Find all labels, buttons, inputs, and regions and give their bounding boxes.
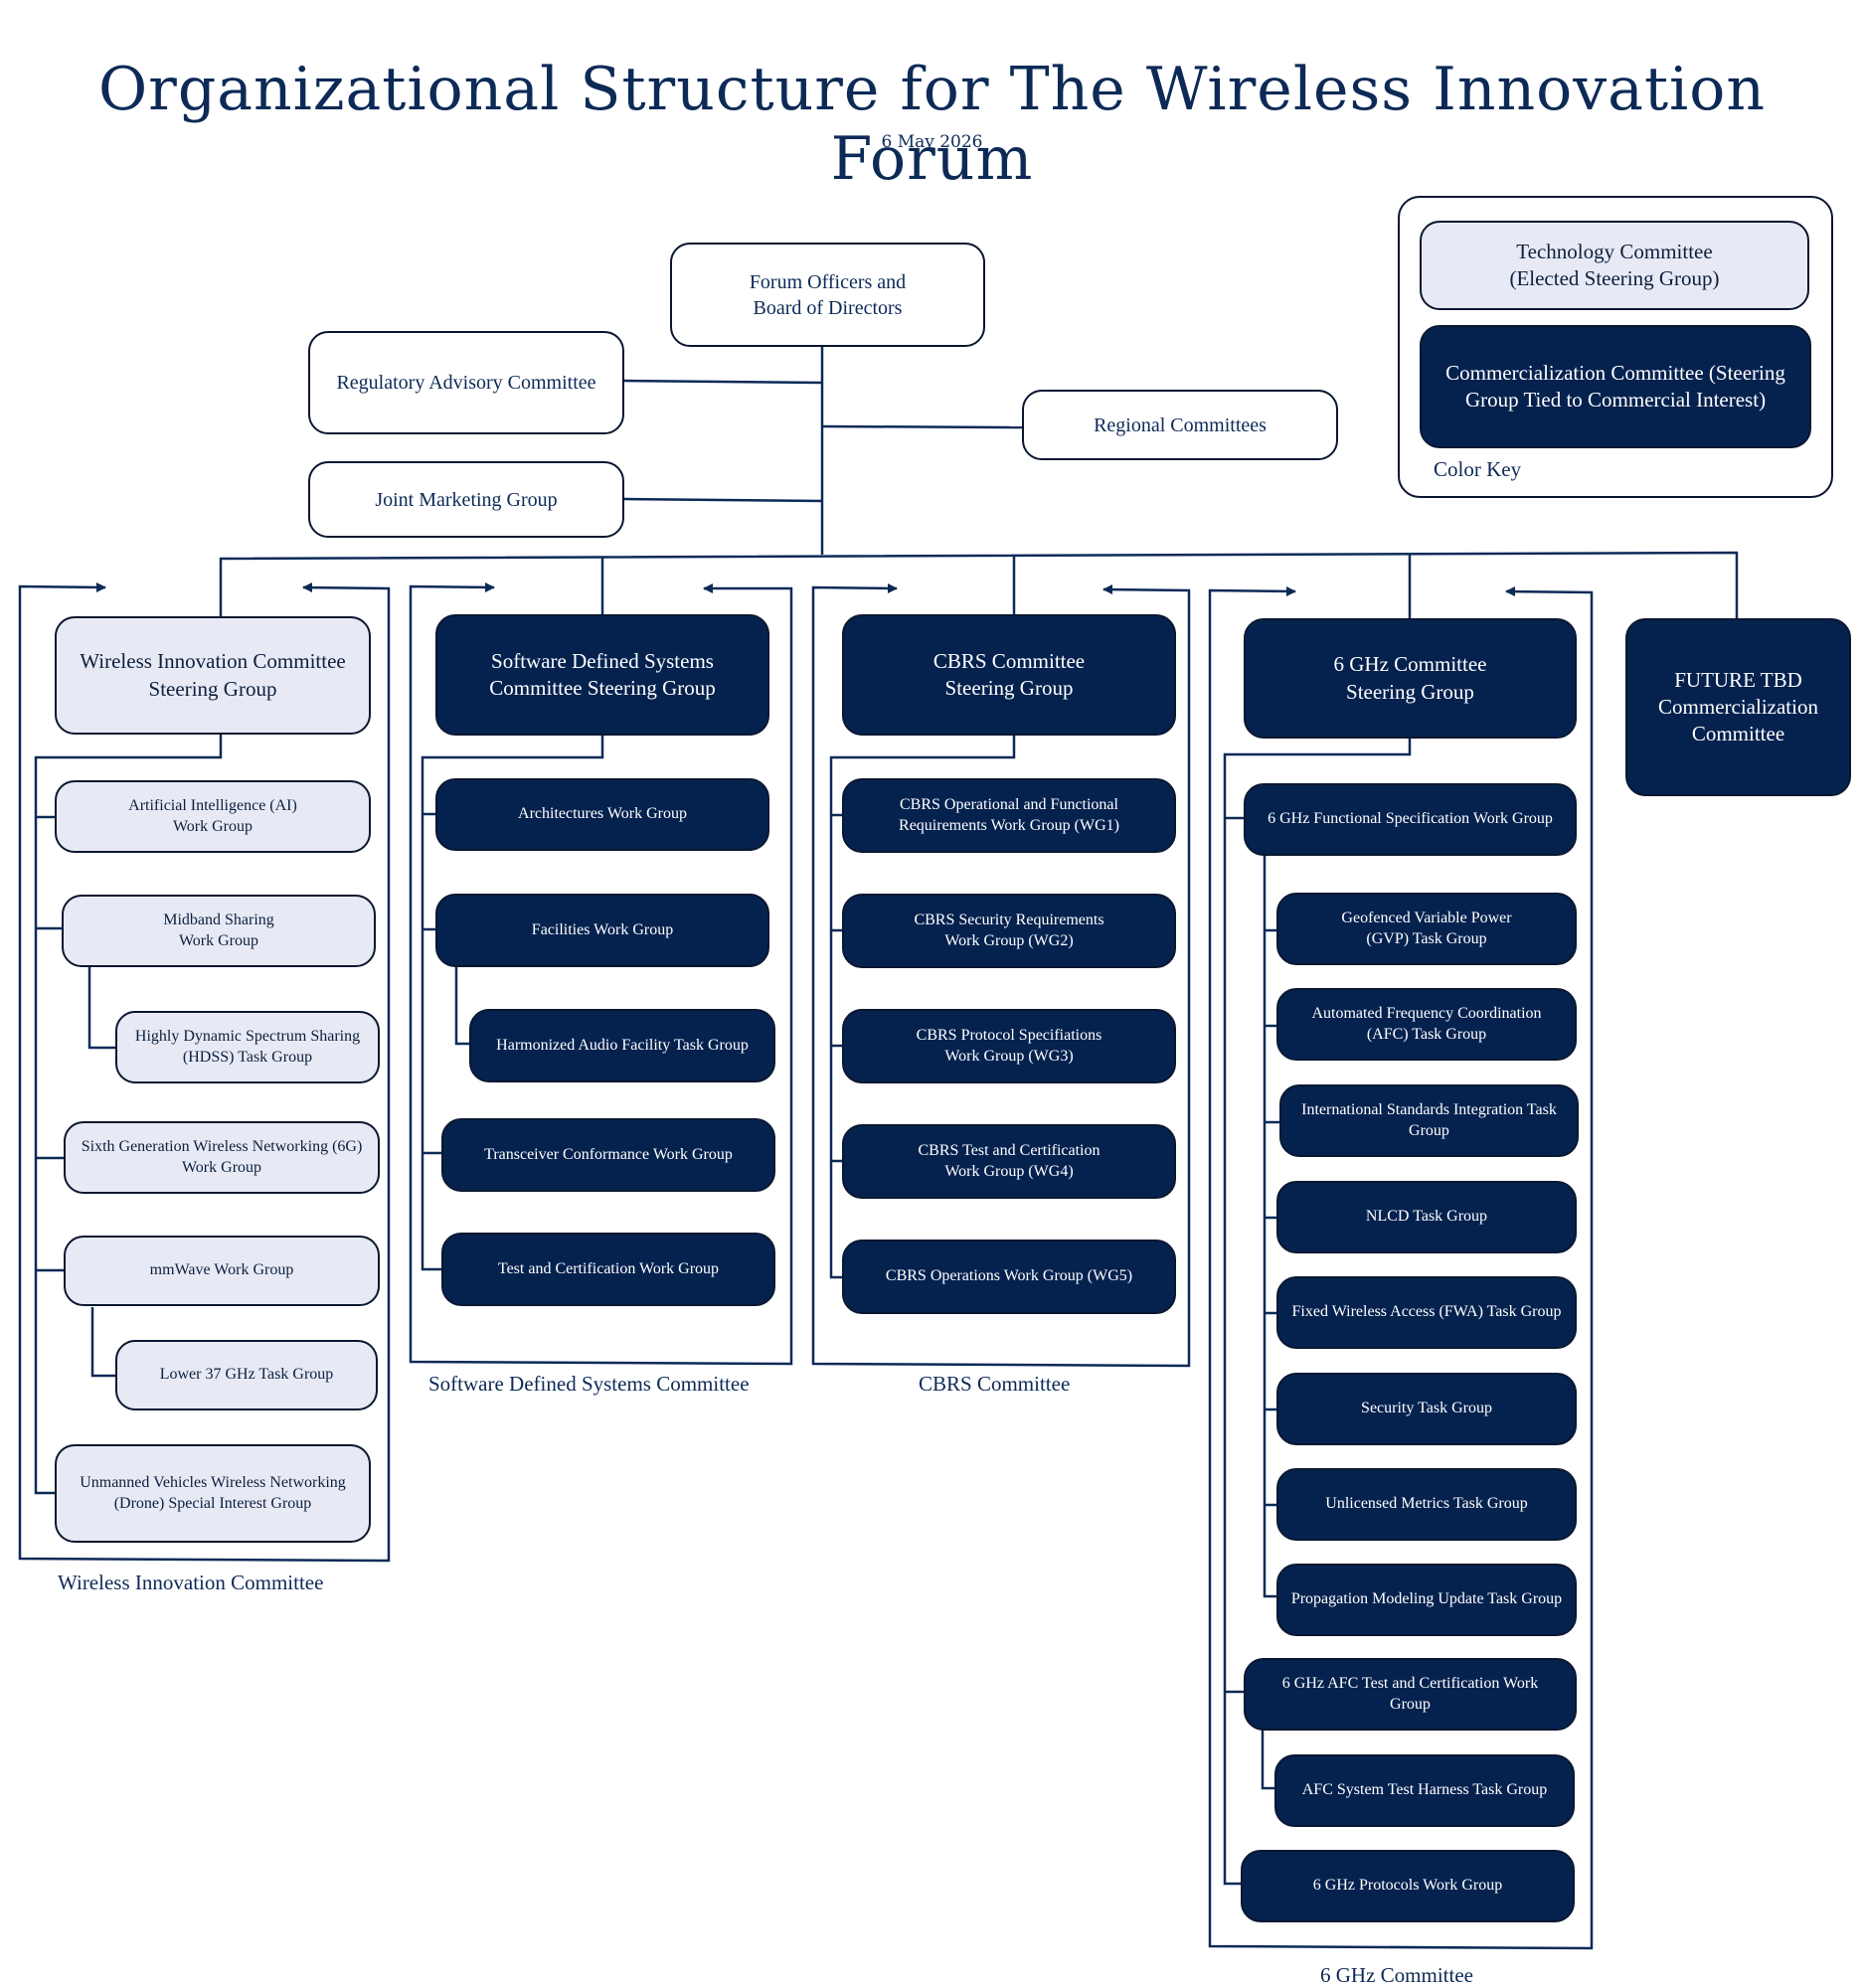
ghz-protocols-work-group: 6 GHz Protocols Work Group <box>1241 1850 1575 1922</box>
wic-midband-work-group: Midband Sharing Work Group <box>62 895 376 967</box>
wic-drone-interest-group: Unmanned Vehicles Wireless Networking (D… <box>55 1444 371 1543</box>
wic-caption: Wireless Innovation Committee <box>58 1571 324 1594</box>
regulatory-advisory-box: Regulatory Advisory Committee <box>308 331 624 434</box>
ghz-security-task-group: Security Task Group <box>1276 1373 1577 1445</box>
cbrs-wg3: CBRS Protocol Specifiations Work Group (… <box>842 1009 1176 1083</box>
sds-test-cert-work-group: Test and Certification Work Group <box>441 1233 775 1306</box>
cbrs-wg1: CBRS Operational and Functional Requirem… <box>842 778 1176 853</box>
cbrs-wg5: CBRS Operations Work Group (WG5) <box>842 1240 1176 1314</box>
sds-transceiver-work-group: Transceiver Conformance Work Group <box>441 1118 775 1192</box>
ghz-fwa-task-group: Fixed Wireless Access (FWA) Task Group <box>1276 1276 1577 1349</box>
wic-ai-work-group: Artificial Intelligence (AI) Work Group <box>55 780 371 853</box>
future-commercialization-box: FUTURE TBD Commercialization Committee <box>1625 618 1851 796</box>
ghz-unlicensed-metrics-task-group: Unlicensed Metrics Task Group <box>1276 1468 1577 1541</box>
wic-6g-work-group: Sixth Generation Wireless Networking (6G… <box>64 1121 380 1194</box>
ghz-afc-test-harness-task-group: AFC System Test Harness Task Group <box>1274 1754 1575 1827</box>
ghz-nlcd-task-group: NLCD Task Group <box>1276 1181 1577 1253</box>
wic-mmwave-work-group: mmWave Work Group <box>64 1236 380 1306</box>
wic-steering-group: Wireless Innovation Committee Steering G… <box>55 616 371 735</box>
sds-architectures-work-group: Architectures Work Group <box>435 778 769 851</box>
regional-committees-box: Regional Committees <box>1022 390 1338 460</box>
sds-steering-group: Software Defined Systems Committee Steer… <box>435 614 769 736</box>
ghz-afc-task-group: Automated Frequency Coordination (AFC) T… <box>1276 988 1577 1061</box>
wic-lower37-task-group: Lower 37 GHz Task Group <box>115 1340 378 1410</box>
wic-hdss-task-group: Highly Dynamic Spectrum Sharing (HDSS) T… <box>115 1011 380 1083</box>
color-key-technology: Technology Committee (Elected Steering G… <box>1420 221 1809 310</box>
color-key-label: Color Key <box>1434 457 1522 481</box>
page-title: Organizational Structure for The Wireles… <box>97 55 1767 194</box>
ghz-steering-group: 6 GHz Committee Steering Group <box>1244 618 1577 739</box>
sds-facilities-work-group: Facilities Work Group <box>435 894 769 967</box>
ghz-propagation-modeling-task-group: Propagation Modeling Update Task Group <box>1276 1564 1577 1636</box>
cbrs-wg2: CBRS Security Requirements Work Group (W… <box>842 894 1176 968</box>
joint-marketing-box: Joint Marketing Group <box>308 461 624 538</box>
cbrs-caption: CBRS Committee <box>919 1372 1071 1396</box>
page-date: 6 May 2026 <box>881 132 983 152</box>
ghz-functional-spec-work-group: 6 GHz Functional Specification Work Grou… <box>1244 783 1577 856</box>
color-key-commercialization: Commercialization Committee (Steering Gr… <box>1420 325 1811 448</box>
officers-board-box: Forum Officers and Board of Directors <box>670 243 985 347</box>
ghz-afc-test-cert-work-group: 6 GHz AFC Test and Certification Work Gr… <box>1244 1658 1577 1731</box>
ghz-caption: 6 GHz Committee <box>1320 1963 1473 1987</box>
cbrs-steering-group: CBRS Committee Steering Group <box>842 614 1176 736</box>
sds-caption: Software Defined Systems Committee <box>428 1372 750 1396</box>
ghz-international-standards-task-group: International Standards Integration Task… <box>1279 1084 1579 1157</box>
sds-harmonized-audio-task-group: Harmonized Audio Facility Task Group <box>469 1009 775 1082</box>
cbrs-wg4: CBRS Test and Certification Work Group (… <box>842 1124 1176 1199</box>
ghz-gvp-task-group: Geofenced Variable Power (GVP) Task Grou… <box>1276 893 1577 965</box>
